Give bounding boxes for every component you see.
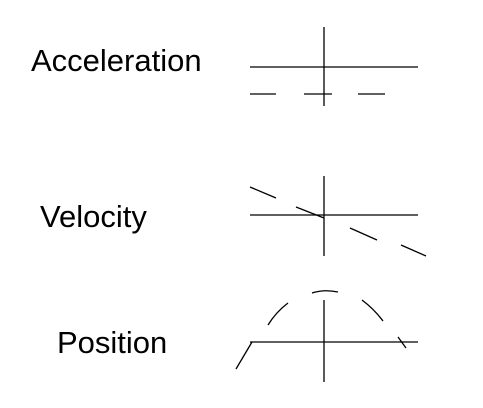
acceleration-label: Acceleration bbox=[31, 43, 202, 78]
position-label: Position bbox=[57, 325, 168, 360]
velocity-curve-dash bbox=[249, 186, 277, 199]
velocity-curve bbox=[249, 186, 427, 257]
velocity-graph bbox=[249, 176, 427, 257]
velocity-curve-dash bbox=[400, 244, 427, 257]
position-graph bbox=[235, 290, 418, 382]
position-curve-dash bbox=[235, 341, 253, 370]
velocity-curve-dash bbox=[349, 227, 378, 241]
velocity-curve-dash bbox=[295, 206, 325, 219]
acceleration-graph bbox=[250, 27, 418, 106]
position-curve bbox=[235, 290, 407, 370]
position-curve-dash bbox=[267, 302, 289, 326]
velocity-label: Velocity bbox=[40, 199, 147, 234]
position-curve-dash bbox=[311, 290, 339, 294]
position-curve-dash bbox=[397, 336, 407, 349]
position-curve-dash bbox=[361, 299, 384, 322]
